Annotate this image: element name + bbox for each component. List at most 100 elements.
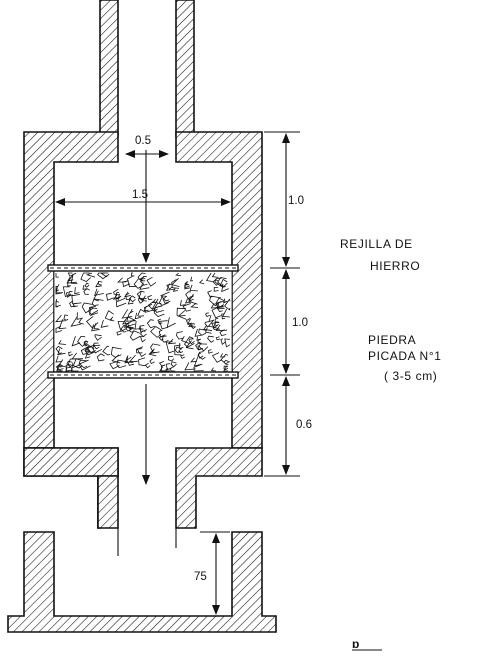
stone-chip [188, 295, 194, 302]
stone-chip [84, 282, 90, 288]
lower-space-label: 0.6 [296, 419, 312, 431]
stone-chip [207, 290, 213, 298]
stone-chip [223, 366, 229, 372]
stone-chip [57, 348, 66, 356]
stone-chip [212, 279, 219, 286]
grille-label-line1: REJILLA DE [340, 237, 413, 251]
stone-chip [88, 306, 99, 315]
stone-chip [133, 278, 145, 289]
stone-chip [74, 287, 80, 295]
stone-chip [84, 352, 91, 359]
stone-chip [66, 274, 77, 284]
stone-chip [194, 328, 202, 337]
stone-chip [125, 326, 132, 332]
stone-chip [211, 306, 222, 319]
stone-chip [117, 293, 126, 303]
stone-chip [122, 280, 131, 288]
stone-chip [106, 292, 114, 301]
stone-chip [129, 309, 134, 314]
stone-chip [188, 293, 198, 305]
stone-chip [222, 308, 231, 318]
stone-chip [129, 330, 141, 341]
stone-chip [185, 340, 194, 350]
stone-chip [162, 295, 171, 304]
stone-chip [207, 335, 215, 343]
stone-chip [178, 342, 184, 349]
stone-chip [223, 365, 229, 371]
stone-chip [170, 361, 177, 368]
stone-chip [205, 312, 210, 317]
stone-chip [95, 281, 102, 288]
stone-chip [129, 327, 134, 333]
stone-chip [97, 280, 103, 286]
stone-chip [62, 286, 72, 298]
stone-chip [55, 314, 66, 323]
stone-chip [198, 328, 207, 336]
stone-chip [55, 363, 63, 372]
stone-chip [92, 342, 100, 350]
stone-chip [209, 295, 222, 307]
stone-chip [97, 272, 108, 280]
stone-chip [117, 277, 127, 283]
stone-chip [190, 302, 199, 308]
stone-chip [176, 307, 186, 317]
iron-grille-bottom [47, 371, 239, 379]
stone-chip [80, 346, 90, 355]
stone-chip [113, 288, 120, 296]
stone-chip [126, 356, 134, 366]
stone-chip [145, 362, 151, 369]
stone-chip [159, 320, 169, 330]
stone-chip [184, 298, 193, 304]
stone-chip [139, 282, 150, 290]
tank-wall [7, 531, 277, 633]
iron-grille-top [47, 264, 239, 272]
stone-chip [174, 346, 181, 353]
stone-chip [126, 355, 134, 363]
stone-chip [85, 347, 90, 353]
stone-chip [153, 305, 165, 317]
stone-chip [190, 276, 194, 282]
inlet-right-wall [175, 0, 195, 137]
outlet-left-pipe [97, 475, 119, 529]
stone-chip [211, 272, 219, 278]
stone-chip [157, 318, 163, 325]
stone-chip [69, 300, 76, 308]
stone-chip [204, 321, 210, 328]
stone-chip [220, 354, 230, 365]
inlet-left-wall [99, 0, 119, 137]
stone-chip [158, 329, 166, 338]
stone-chip [180, 354, 185, 359]
stone-chip [188, 338, 195, 345]
stone-chip [70, 274, 78, 284]
stone-chip [116, 330, 122, 336]
stone-chip [203, 324, 213, 332]
stone-chip [146, 319, 155, 329]
stone-chip [124, 316, 136, 327]
stone-chip [210, 303, 220, 309]
stone-chip [183, 336, 195, 348]
stone-chip [109, 316, 115, 322]
stone-chip [55, 298, 61, 308]
stone-chip [78, 359, 88, 369]
stone-chip [55, 273, 59, 278]
stone-chip [214, 321, 219, 327]
stone-chip [175, 272, 181, 277]
corner-mark: ɒ [352, 637, 360, 651]
stone-chip [78, 359, 91, 371]
stone-chip [91, 324, 100, 332]
stone-chip [224, 298, 231, 311]
stone-chip [110, 346, 122, 358]
stone-chip [71, 294, 82, 305]
upper-space-label: 1.0 [288, 195, 304, 207]
stone-chip [109, 360, 120, 370]
stone-chip [223, 298, 228, 304]
stone-chip [58, 319, 67, 330]
stone-chip [92, 344, 103, 354]
stone-chip [197, 345, 202, 351]
grille-label-line2: HIERRO [370, 259, 420, 273]
stone-chip [137, 308, 146, 317]
stone-chip [137, 297, 144, 304]
stone-chip [219, 278, 228, 288]
stone-chip [124, 356, 133, 364]
